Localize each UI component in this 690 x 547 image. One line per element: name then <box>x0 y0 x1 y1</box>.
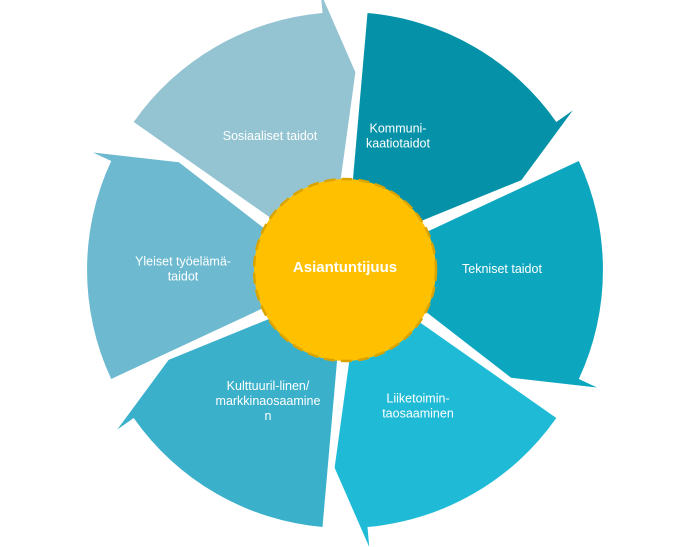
segments <box>87 0 603 547</box>
segment-sosiaaliset-taidot <box>133 0 356 248</box>
label-line: Yleiset työelämä- <box>135 255 231 269</box>
label-line: Kulttuuril-linen/ <box>227 379 310 393</box>
label-tekniset-taidot: Tekniset taidot <box>462 262 542 276</box>
label-sosiaaliset-taidot: Sosiaaliset taidot <box>223 129 318 143</box>
label-line: Sosiaaliset taidot <box>223 129 318 143</box>
segment-kommunikaatiotaidot <box>348 13 573 248</box>
center-hub: Asiantuntijuus <box>252 177 438 363</box>
label-line: Tekniset taidot <box>462 262 542 276</box>
label-liiketoimintaosaaminen: Liiketoimin-taosaaminen <box>382 392 454 421</box>
label-line: taidot <box>168 270 199 284</box>
label-line: taosaaminen <box>382 407 454 421</box>
center-label: Asiantuntijuus <box>293 259 397 276</box>
label-kommunikaatiotaidot: Kommuni-kaatiotaidot <box>366 122 430 151</box>
label-line: n <box>265 409 272 423</box>
center-circle <box>252 177 438 363</box>
label-line: kaatiotaidot <box>366 137 430 151</box>
segment-tekniset-taidot <box>381 161 603 388</box>
label-line: Liiketoimin- <box>386 392 449 406</box>
label-yleiset-tyoelamataidot: Yleiset työelämä-taidot <box>135 255 231 284</box>
label-line: markkinaosaamine <box>216 394 321 408</box>
segment-yleiset-tyoelamataidot <box>87 152 309 379</box>
segment-kulttuurilinen-markkinaosaaminen <box>117 292 342 527</box>
segment-liiketoimintaosaaminen <box>334 292 557 547</box>
label-line: Kommuni- <box>370 122 427 136</box>
